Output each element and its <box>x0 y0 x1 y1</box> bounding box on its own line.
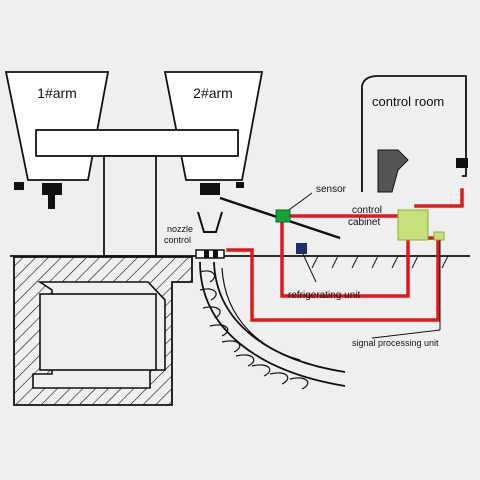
nozzle-block-2 <box>213 250 218 258</box>
sensor-label: sensor <box>316 184 347 195</box>
pipes <box>226 188 464 322</box>
nozzle-label-line1: nozzle <box>167 224 193 234</box>
arm-2-clamp <box>200 183 220 195</box>
cabinet-label-line1: control <box>352 205 382 216</box>
refrigerating-unit-label: refrigerating unit <box>288 290 360 301</box>
nozzle <box>195 211 225 259</box>
refrig-leader <box>302 253 317 283</box>
cabinet-label-line2: cabinet <box>348 217 380 228</box>
signal-processing-unit-label: signal processing unit <box>352 338 439 348</box>
nozzle-label-line2: control <box>164 235 191 245</box>
control-room-label: control room <box>372 94 444 109</box>
arm-2-clamp-right <box>236 182 244 188</box>
arm-1-label: 1#arm <box>37 85 77 101</box>
ladle-tube <box>199 261 346 390</box>
arm-1-clamp <box>42 183 62 195</box>
signal-leader-2 <box>371 329 441 339</box>
arm-2-label: 2#arm <box>193 85 233 101</box>
platform <box>13 256 193 406</box>
control-cabinet <box>397 209 429 241</box>
arm-crossbar <box>35 129 239 157</box>
arm-1-clamp-left <box>14 182 24 190</box>
control-room-device <box>456 158 468 168</box>
refrigerating-unit-block <box>296 243 307 254</box>
signal-processing-block <box>433 231 445 241</box>
support-column <box>103 155 157 257</box>
control-room <box>361 75 468 193</box>
nozzle-block-1 <box>204 250 209 258</box>
arm-1-clamp-stem <box>48 195 55 209</box>
sensor-block <box>275 209 291 223</box>
ground-hatch <box>311 255 449 269</box>
